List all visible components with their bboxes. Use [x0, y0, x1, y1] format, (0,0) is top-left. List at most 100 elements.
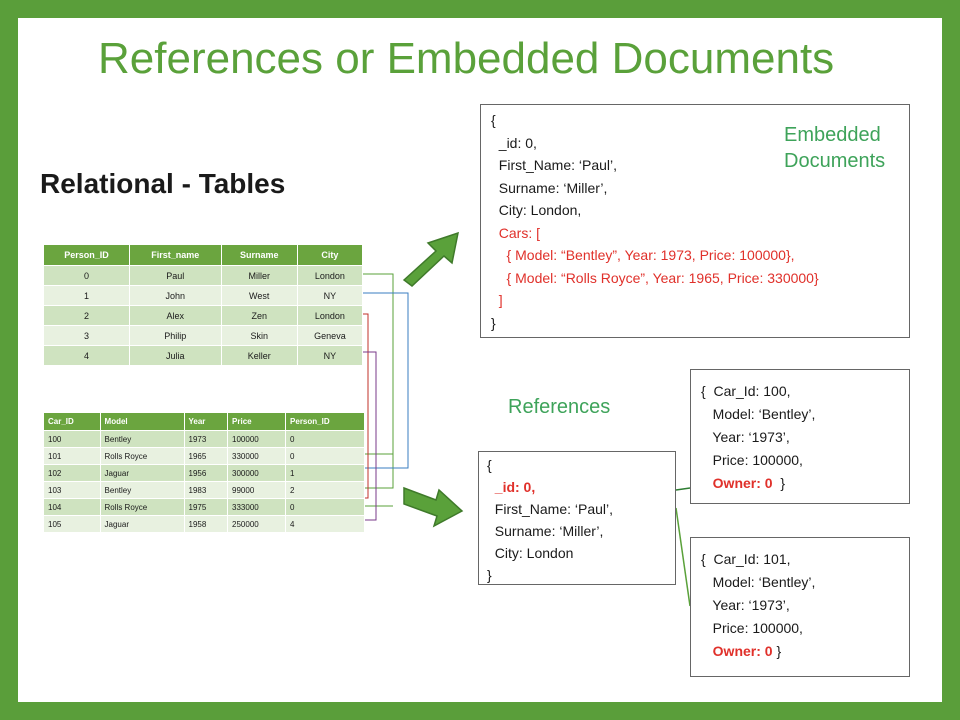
code-line: { Car_Id: 101, [701, 551, 791, 567]
table-cell: Paul [128, 265, 222, 286]
slide-title: References or Embedded Documents [98, 34, 835, 83]
connector-person-0 [340, 273, 394, 489]
table-cell: Zen [220, 305, 298, 326]
table-cell: 333000 [227, 498, 287, 516]
code-line-cars-close: ] [491, 292, 503, 308]
code-line-car: { Model: “Bentley”, Year: 1973, Price: 1… [491, 247, 795, 263]
column-header: Person_ID [285, 412, 365, 431]
column-header: First_name [128, 244, 222, 266]
table-cell: 1965 [183, 447, 229, 465]
owner-field: Owner: 0 [712, 643, 773, 659]
arrow-to-embedded-icon [402, 231, 459, 287]
table-cell: NY [296, 345, 364, 366]
table-cell: 2 [285, 481, 365, 499]
table-cell: 250000 [227, 515, 287, 533]
table-row: 105 Jaguar 1958 250000 4 [43, 515, 365, 533]
table-row: 103 Bentley 1983 99000 2 [43, 481, 365, 499]
table-cell: Skin [220, 325, 298, 346]
table-cell: 330000 [227, 447, 287, 465]
code-line-owner: Owner: 0 } [701, 472, 899, 495]
code-line: City: London [487, 545, 574, 561]
code-line: { [487, 457, 492, 473]
table-cell: Bentley [99, 430, 185, 448]
code-line: Year: ‘1973’, [701, 597, 790, 613]
column-header: Person_ID [43, 244, 130, 266]
code-line: _id: 0, [491, 134, 537, 151]
table-row: 2 Alex Zen London [43, 305, 364, 326]
table-cell: 105 [43, 515, 101, 533]
code-line-car: { Model: “Rolls Royce”, Year: 1965, Pric… [491, 269, 819, 286]
code-line: } [491, 314, 496, 331]
table-cell: 1 [43, 285, 130, 306]
table-cell: 4 [285, 515, 365, 533]
owner-field: Owner: 0 [712, 475, 773, 491]
table-cell: London [296, 305, 364, 326]
column-header: Price [227, 412, 287, 431]
reference-car-document-box: { Car_Id: 100, Model: ‘Bentley’, Year: ‘… [690, 369, 910, 504]
table-cell: 1958 [183, 515, 229, 533]
table-cell: 2 [43, 305, 130, 326]
reference-person-document-box: { _id: 0, First_Name: ‘Paul’, Surname: ‘… [478, 451, 676, 585]
table-cell: John [128, 285, 222, 306]
table-cell: West [220, 285, 298, 306]
persons-table-header: Person_ID First_name Surname City [43, 244, 364, 266]
code-line: Price: 100000, [701, 452, 803, 468]
cars-table-header: Car_ID Model Year Price Person_ID [43, 412, 365, 431]
table-cell: 100000 [227, 430, 287, 448]
table-cell: Miller [220, 265, 298, 286]
table-cell: 0 [43, 265, 130, 286]
code-line: City: London, [491, 202, 582, 218]
reference-car-document-box: { Car_Id: 101, Model: ‘Bentley’, Year: ‘… [690, 537, 910, 677]
table-row: 102 Jaguar 1956 300000 1 [43, 464, 365, 482]
table-row: 101 Rolls Royce 1965 330000 0 [43, 447, 365, 465]
table-cell: 101 [43, 447, 101, 465]
code-line: Price: 100000, [701, 620, 803, 636]
column-header: Surname [220, 244, 298, 266]
column-header: Car_ID [43, 412, 101, 431]
table-cell: Rolls Royce [99, 447, 185, 465]
code-line: Model: ‘Bentley’, [701, 406, 816, 422]
relational-tables-heading: Relational - Tables [40, 168, 286, 199]
table-cell: Alex [128, 305, 222, 326]
embedded-document-box: { _id: 0, First_Name: ‘Paul’, Surname: ‘… [480, 104, 910, 338]
table-cell: 103 [43, 481, 101, 499]
table-cell: Bentley [99, 481, 185, 499]
table-cell: 4 [43, 345, 130, 366]
table-cell: 1973 [183, 430, 229, 448]
table-cell: 1956 [183, 464, 229, 482]
code-line-close: } [772, 643, 782, 659]
table-cell: Jaguar [99, 464, 185, 482]
slide: References or Embedded Documents Relatio… [18, 18, 942, 702]
table-cell: 1983 [183, 481, 229, 499]
code-line: Surname: ‘Miller’, [487, 523, 604, 539]
embedded-documents-label: Embedded Documents [784, 124, 886, 172]
table-cell: 3 [43, 325, 130, 346]
table-cell: 0 [285, 430, 365, 448]
table-cell: NY [296, 285, 364, 306]
code-line-cars: Cars: [ [491, 224, 541, 241]
table-cell: Geneva [296, 325, 364, 346]
table-cell: London [296, 265, 364, 286]
table-cell: 102 [43, 464, 101, 482]
table-cell: Rolls Royce [99, 498, 185, 516]
connector-person-1 [340, 292, 409, 469]
code-line: First_Name: ‘Paul’, [487, 501, 614, 517]
table-cell: 1 [285, 464, 365, 482]
cars-table: Car_ID Model Year Price Person_ID 100 Be… [43, 412, 365, 533]
table-row: 4 Julia Keller NY [43, 345, 364, 366]
table-cell: Julia [128, 345, 222, 366]
table-cell: 99000 [227, 481, 287, 499]
arrow-to-references-icon [403, 486, 464, 528]
reference-link-car-101 [675, 507, 691, 607]
table-cell: Philip [128, 325, 222, 346]
table-cell: 1975 [183, 498, 229, 516]
column-header: Model [99, 412, 185, 431]
table-row: 3 Philip Skin Geneva [43, 325, 364, 346]
table-row: 1 John West NY [43, 285, 364, 306]
table-cell: 300000 [227, 464, 287, 482]
table-cell: 100 [43, 430, 101, 448]
persons-table: Person_ID First_name Surname City 0 Paul… [43, 244, 364, 366]
code-line-id: _id: 0, [487, 479, 536, 495]
column-header: Year [183, 412, 229, 431]
code-line-owner: Owner: 0 } [701, 640, 899, 663]
